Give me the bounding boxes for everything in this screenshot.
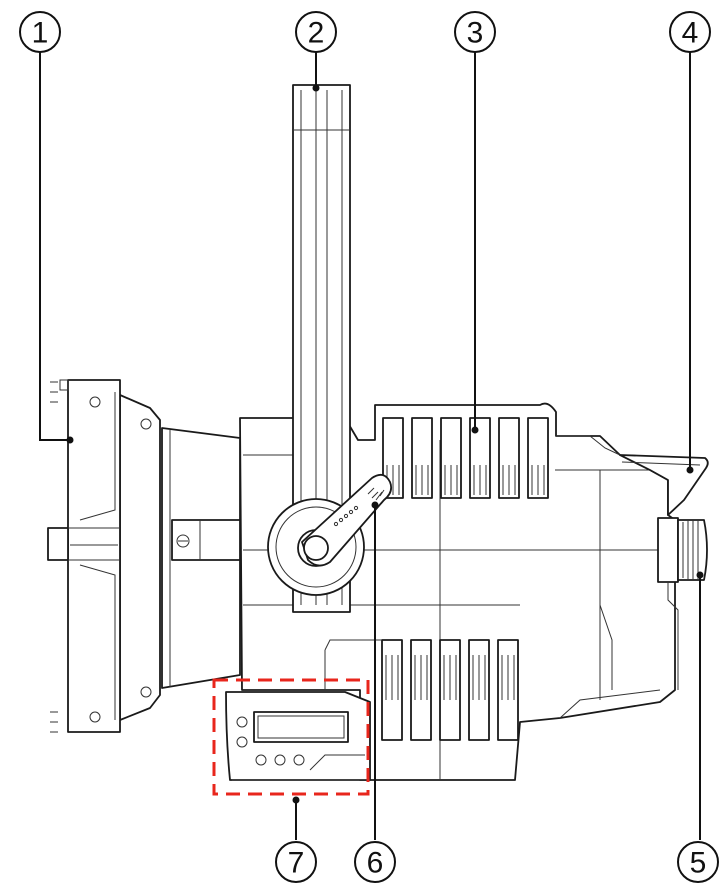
callout-5: 5: [677, 841, 719, 883]
callout-1: 1: [19, 11, 61, 53]
callout-3-label: 3: [467, 17, 484, 50]
barrel-clamp: [171, 519, 241, 561]
callout-2-label: 2: [308, 17, 325, 50]
callout-6-label: 6: [367, 847, 384, 880]
callout-7: 7: [275, 841, 317, 883]
tilt-lever: [301, 473, 393, 567]
callout-2: 2: [295, 11, 337, 53]
callout-4: 4: [669, 11, 711, 53]
callout-7-label: 7: [288, 847, 305, 880]
knob: [657, 517, 708, 690]
highlight-box: [212, 678, 370, 796]
gel-frame: [47, 379, 121, 733]
control-panel: [212, 678, 371, 796]
callout-4-label: 4: [682, 17, 699, 50]
callout-1-label: 1: [32, 17, 49, 50]
callout-5-label: 5: [690, 847, 707, 880]
cooling-fins-bottom: [324, 639, 519, 741]
leader-lines: [39, 50, 704, 840]
handle: [619, 454, 709, 516]
callout-6: 6: [354, 841, 396, 883]
callout-3: 3: [454, 11, 496, 53]
